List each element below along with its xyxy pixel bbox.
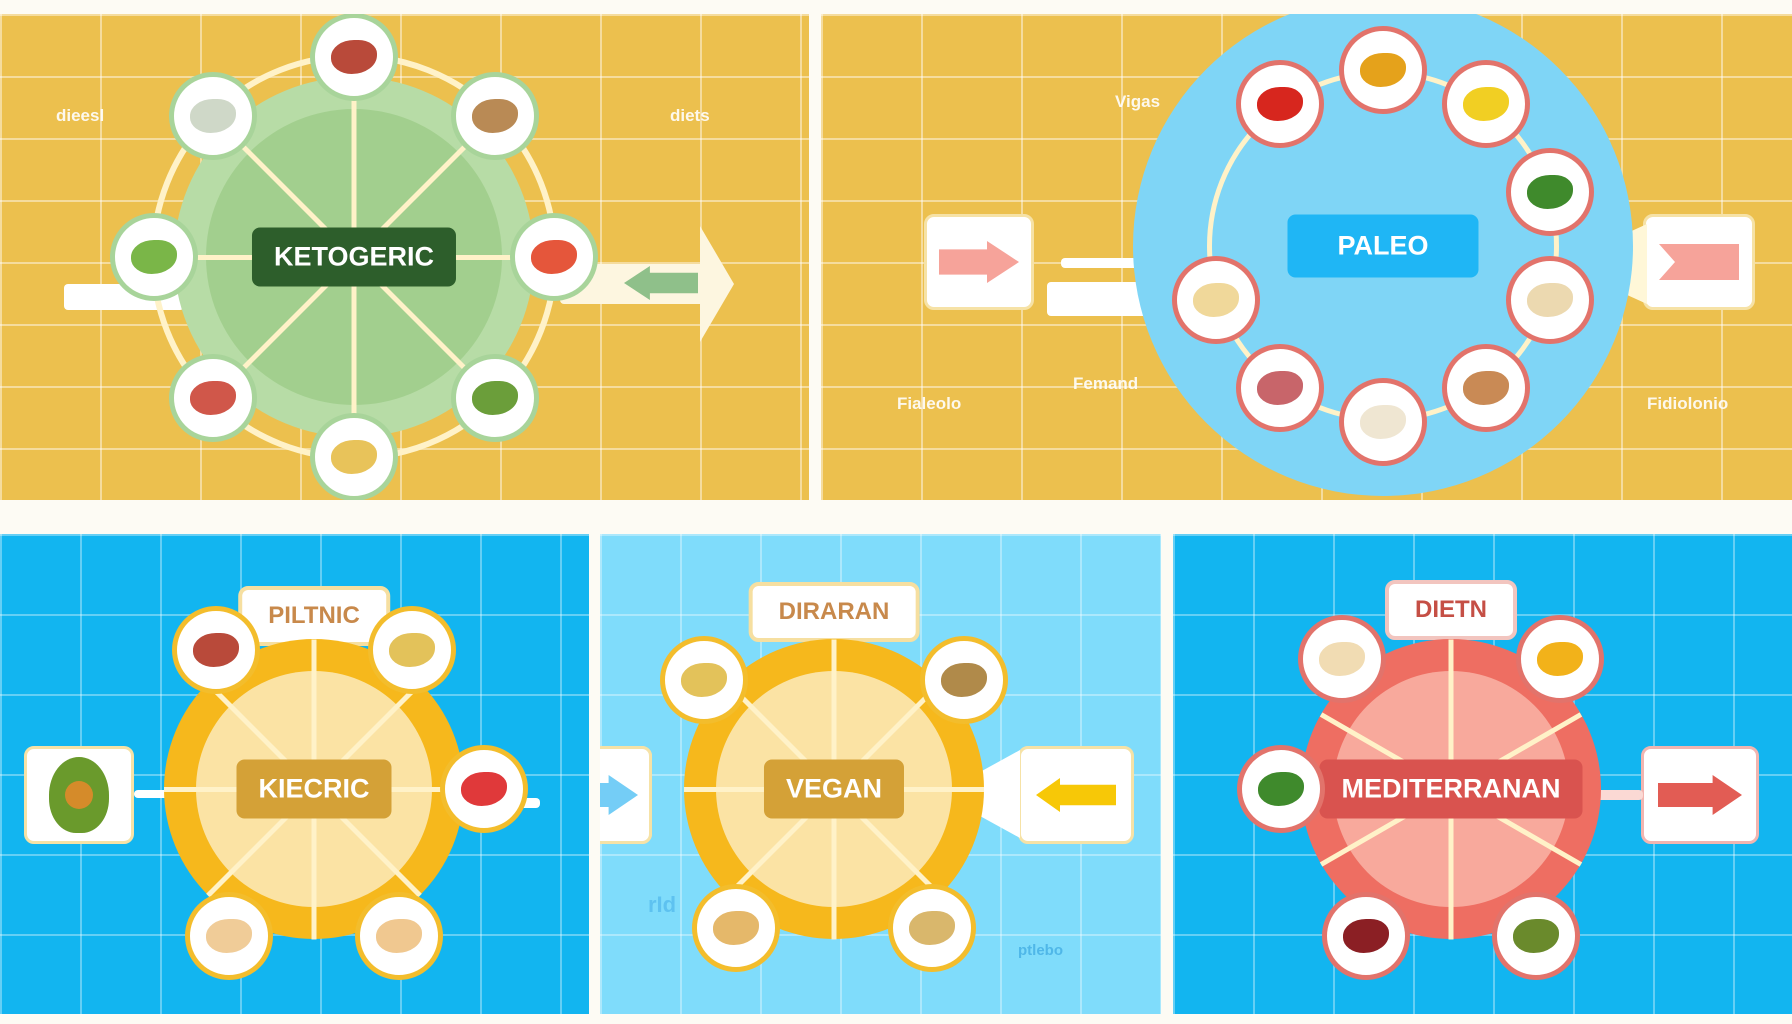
food-node[interactable] xyxy=(510,213,598,301)
vegan-panel: rId ptlebo DIRARAN VEGAN xyxy=(600,534,1161,1014)
food-node[interactable] xyxy=(1516,614,1605,703)
note-text: Fidiolonio xyxy=(1647,394,1729,413)
food-node[interactable] xyxy=(887,884,976,973)
diet-title: MEDITERRANAN xyxy=(1319,759,1583,819)
food-node[interactable] xyxy=(355,892,443,981)
food-node[interactable] xyxy=(168,71,257,160)
note-text: dieesl xyxy=(56,106,105,125)
spoke-line xyxy=(834,787,984,792)
diet-title: PALEO xyxy=(1287,214,1479,278)
kiecric-panel: PILTNIC KIECRIC xyxy=(0,534,589,1014)
note-text: Femand xyxy=(1073,374,1139,393)
note-text: Vigas xyxy=(1115,92,1161,111)
section-tag: DIETN xyxy=(1385,580,1517,640)
section-tag: DIRARAN xyxy=(748,582,920,642)
arrow-right-icon xyxy=(600,775,638,815)
fig-icon xyxy=(1343,919,1389,954)
crackers-icon xyxy=(680,662,727,697)
arrow-right-icon xyxy=(1658,775,1742,815)
note-text: ptlebo xyxy=(1018,942,1063,959)
food-node[interactable] xyxy=(1492,892,1580,981)
food-node[interactable] xyxy=(367,605,456,694)
food-node[interactable] xyxy=(440,745,528,833)
fish-icon xyxy=(189,98,236,133)
avocado-icon xyxy=(1513,919,1559,954)
food-node[interactable] xyxy=(1506,256,1595,345)
section-tag: PILTNIC xyxy=(238,586,390,646)
connector-bar xyxy=(1593,790,1643,800)
input-box xyxy=(600,746,652,844)
cups-icon xyxy=(206,919,252,954)
food-node[interactable] xyxy=(172,605,261,694)
squash-icon xyxy=(1463,86,1510,121)
keto-panel: dieesl diets KETOGERIC xyxy=(0,14,809,500)
steak-icon xyxy=(193,632,240,667)
note-text: Fialeolo xyxy=(897,394,962,413)
potato-icon xyxy=(1527,283,1574,318)
watermelon-icon xyxy=(461,772,507,806)
food-node[interactable] xyxy=(310,14,398,101)
noodles-icon xyxy=(908,911,955,946)
food-node[interactable] xyxy=(310,413,398,500)
orange-icon xyxy=(1360,53,1406,87)
steak-icon xyxy=(331,40,377,74)
food-node[interactable] xyxy=(1297,614,1386,703)
food-node[interactable] xyxy=(110,213,198,301)
cheese-icon xyxy=(1537,641,1584,676)
paleo-panel: Vigas Femand Fialeolo Fidiolonio PALEO xyxy=(821,14,1792,500)
ham-icon xyxy=(1256,371,1303,406)
food-node[interactable] xyxy=(1237,745,1325,833)
food-node[interactable] xyxy=(451,71,540,160)
food-node[interactable] xyxy=(1442,59,1531,148)
bowl-icon xyxy=(376,919,422,954)
wheat-icon xyxy=(941,662,988,697)
food-node[interactable] xyxy=(168,354,257,443)
meat-icon xyxy=(1256,86,1303,121)
diet-title: KETOGERIC xyxy=(251,227,457,287)
avocado-icon xyxy=(49,757,109,833)
diet-title: VEGAN xyxy=(763,759,905,819)
asparagus-icon xyxy=(472,381,519,416)
pear-icon xyxy=(1318,641,1365,676)
bacon-icon xyxy=(1463,371,1510,406)
note-text: diets xyxy=(670,106,710,125)
note-text: rId xyxy=(648,892,677,917)
output-box xyxy=(1643,214,1755,310)
spinach-icon xyxy=(1527,174,1574,209)
diet-title: KIECRIC xyxy=(236,759,392,819)
cheese-icon xyxy=(331,440,377,474)
food-node[interactable] xyxy=(1442,344,1531,433)
arrow-right-icon xyxy=(939,241,1019,283)
mediterranean-panel: DIETN MEDITERRANAN xyxy=(1173,534,1792,1014)
food-node[interactable] xyxy=(692,884,781,973)
food-node[interactable] xyxy=(1235,59,1324,148)
tomato-cucumber-icon xyxy=(531,240,577,274)
arrow-right-icon xyxy=(700,226,734,342)
food-node[interactable] xyxy=(1339,26,1427,114)
food-node[interactable] xyxy=(920,635,1009,724)
salmon-icon xyxy=(189,381,236,416)
food-node[interactable] xyxy=(451,354,540,443)
output-box xyxy=(1018,746,1134,844)
food-node[interactable] xyxy=(1171,256,1260,345)
food-node[interactable] xyxy=(1339,378,1427,466)
avocado-box xyxy=(24,746,134,844)
food-node[interactable] xyxy=(659,635,748,724)
food-node[interactable] xyxy=(1506,147,1595,236)
spinach-icon xyxy=(1258,772,1304,806)
leek-icon xyxy=(131,240,177,274)
input-box xyxy=(924,214,1034,310)
food-node[interactable] xyxy=(185,892,273,981)
egg-icon xyxy=(1192,283,1239,318)
arrow-left-icon xyxy=(1659,244,1739,280)
output-box xyxy=(1641,746,1759,844)
food-node[interactable] xyxy=(1235,344,1324,433)
food-node[interactable] xyxy=(1322,892,1410,981)
garlic-icon xyxy=(1360,405,1406,439)
cookies-icon xyxy=(388,632,435,667)
mushroom-icon xyxy=(472,98,519,133)
arrow-left-icon xyxy=(1036,778,1116,812)
bowl-icon xyxy=(713,911,760,946)
